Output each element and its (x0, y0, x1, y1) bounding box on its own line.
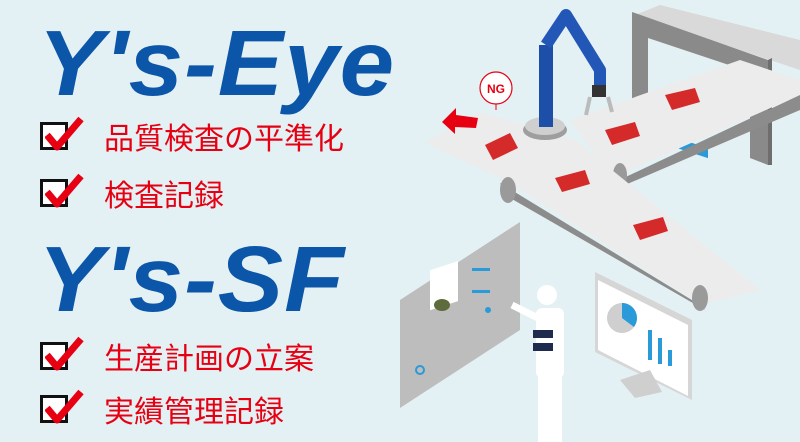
product-title-ys-sf: Y's-SF (38, 226, 346, 331)
checkbox-checked-icon (40, 116, 84, 151)
feature-label: 検査記録 (104, 179, 224, 214)
feature-item: 実績管理記録 (40, 389, 284, 430)
feature-item: 検査記録 (40, 173, 224, 214)
ng-badge: NG (479, 71, 513, 110)
dashboard-panel (400, 222, 520, 408)
product-boxes (485, 88, 700, 240)
checkbox-checked-icon (40, 389, 84, 424)
analytics-monitor (595, 272, 692, 400)
checkbox-checked-icon (40, 173, 84, 208)
ng-label: NG (487, 82, 505, 96)
worker-figure (510, 285, 564, 442)
feature-label: 品質検査の平準化 (104, 122, 344, 157)
product-title-ys-eye: Y's-Eye (38, 10, 396, 115)
factory-illustration: NG (400, 5, 800, 442)
conveyor-belt (425, 60, 800, 311)
feature-label: 生産計画の立案 (104, 342, 314, 377)
feature-item: 生産計画の立案 (40, 336, 314, 377)
feature-label: 実績管理記録 (104, 395, 284, 430)
reject-arrow-icon (442, 108, 478, 134)
checkbox-checked-icon (40, 336, 84, 371)
feature-item: 品質検査の平準化 (40, 116, 344, 157)
robot-arm (523, 9, 614, 140)
